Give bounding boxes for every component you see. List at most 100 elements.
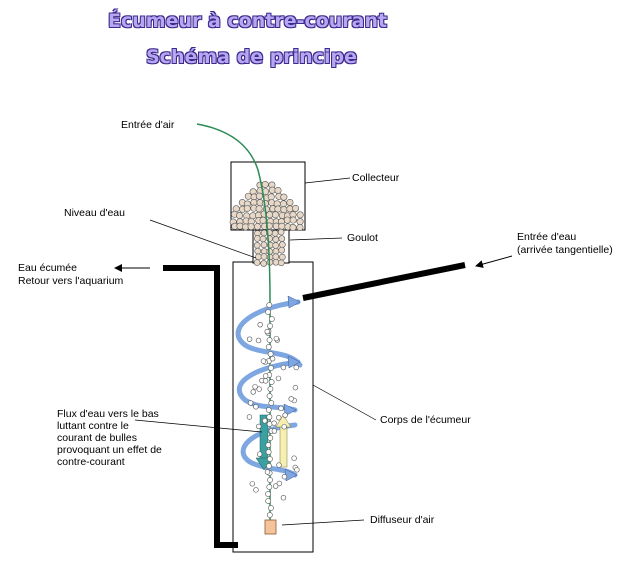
bubble [274, 186, 282, 194]
bubble [279, 241, 286, 248]
bubble [266, 421, 273, 427]
bubble [271, 211, 279, 219]
bubble [256, 451, 263, 457]
bubble [278, 246, 285, 254]
bubble [262, 378, 269, 384]
label-neck: Goulot [347, 232, 378, 244]
bubble [272, 253, 280, 260]
bubble [277, 228, 285, 236]
outlet-pipe [163, 265, 238, 548]
bubble [265, 498, 272, 504]
bubble [279, 200, 287, 208]
bubble [272, 236, 280, 243]
air-tube [196, 123, 271, 520]
label-body: Corps de l'écumeur [380, 414, 471, 426]
bubble [253, 259, 261, 266]
bubble [268, 379, 275, 385]
bubble [260, 241, 268, 249]
bubble [288, 396, 294, 402]
bubble [278, 222, 286, 230]
bubble [266, 463, 272, 469]
bubble [278, 235, 286, 242]
bubble [265, 407, 272, 413]
bubble [255, 253, 262, 261]
label-collector: Collecteur [352, 172, 400, 184]
label-downflow-4: provoquant un effet de [57, 444, 162, 456]
bubble [256, 386, 262, 392]
bubble [249, 481, 256, 487]
label-downflow-2: luttant contre le [57, 420, 129, 432]
label-water-inlet: Entrée d'eau [517, 231, 577, 243]
bubble [276, 462, 282, 468]
bubble [256, 423, 262, 430]
bubble [262, 418, 268, 424]
label-return: Retour vers l'aquarium [18, 275, 124, 287]
bubble [266, 248, 274, 255]
leader-lines [134, 177, 377, 526]
bubble [279, 253, 286, 261]
bubble [276, 480, 283, 487]
bubble [265, 442, 272, 448]
label-downflow-5: contre-courant [57, 456, 125, 468]
bubble [247, 223, 255, 231]
bubble [281, 474, 288, 480]
bubble [265, 309, 271, 315]
bubble [259, 216, 267, 224]
label-water-level: Niveau d'eau [64, 207, 125, 219]
bubble [267, 456, 273, 462]
bubble [271, 230, 279, 237]
label-water-inlet-note: (arrivée tangentielle) [517, 244, 613, 256]
bubble [255, 192, 263, 200]
bubble [259, 235, 267, 243]
bubble [236, 212, 244, 220]
bubble [282, 412, 288, 418]
bubble [275, 375, 282, 382]
inlet-arrow [475, 255, 513, 268]
bubble [280, 206, 288, 214]
bubble [264, 469, 271, 475]
label-air-inlet: Entrée d'air [121, 119, 175, 131]
bubble [292, 384, 299, 391]
bubble [243, 204, 251, 212]
bubble [273, 335, 280, 342]
bubble [294, 467, 300, 473]
bubble [253, 404, 259, 410]
bubble [262, 373, 269, 379]
spiral-arrowheads [283, 295, 301, 482]
inlet-pipe [302, 262, 466, 301]
bubble [260, 260, 268, 267]
bubble [289, 216, 297, 224]
bubble [286, 198, 294, 206]
bubble [266, 337, 273, 343]
bubble [276, 414, 282, 421]
label-downflow-3: courant de bulles [57, 432, 137, 444]
bubble [267, 435, 274, 441]
bubble [266, 393, 273, 399]
bubble [265, 344, 272, 350]
label-diffuser: Diffuseur d'air [370, 514, 435, 526]
bubble [260, 358, 267, 364]
bubble [281, 424, 287, 430]
air-diffuser [264, 519, 277, 535]
bubble [253, 223, 261, 231]
label-skimmed-water: Eau écumée [18, 262, 77, 274]
bubble [266, 302, 273, 308]
bubble [250, 389, 256, 395]
bubble [272, 242, 279, 249]
bubble [266, 484, 273, 490]
bubble [244, 192, 252, 200]
bubble [264, 328, 270, 335]
bubble [272, 483, 279, 489]
bubble [260, 253, 268, 260]
bubble [291, 455, 297, 461]
bubble [296, 223, 304, 231]
bubble [267, 386, 274, 392]
bubble [253, 242, 261, 249]
bubble [255, 205, 263, 213]
bubble [271, 428, 278, 434]
bubble [268, 505, 274, 511]
bubble [246, 414, 253, 420]
bubble [289, 224, 297, 232]
